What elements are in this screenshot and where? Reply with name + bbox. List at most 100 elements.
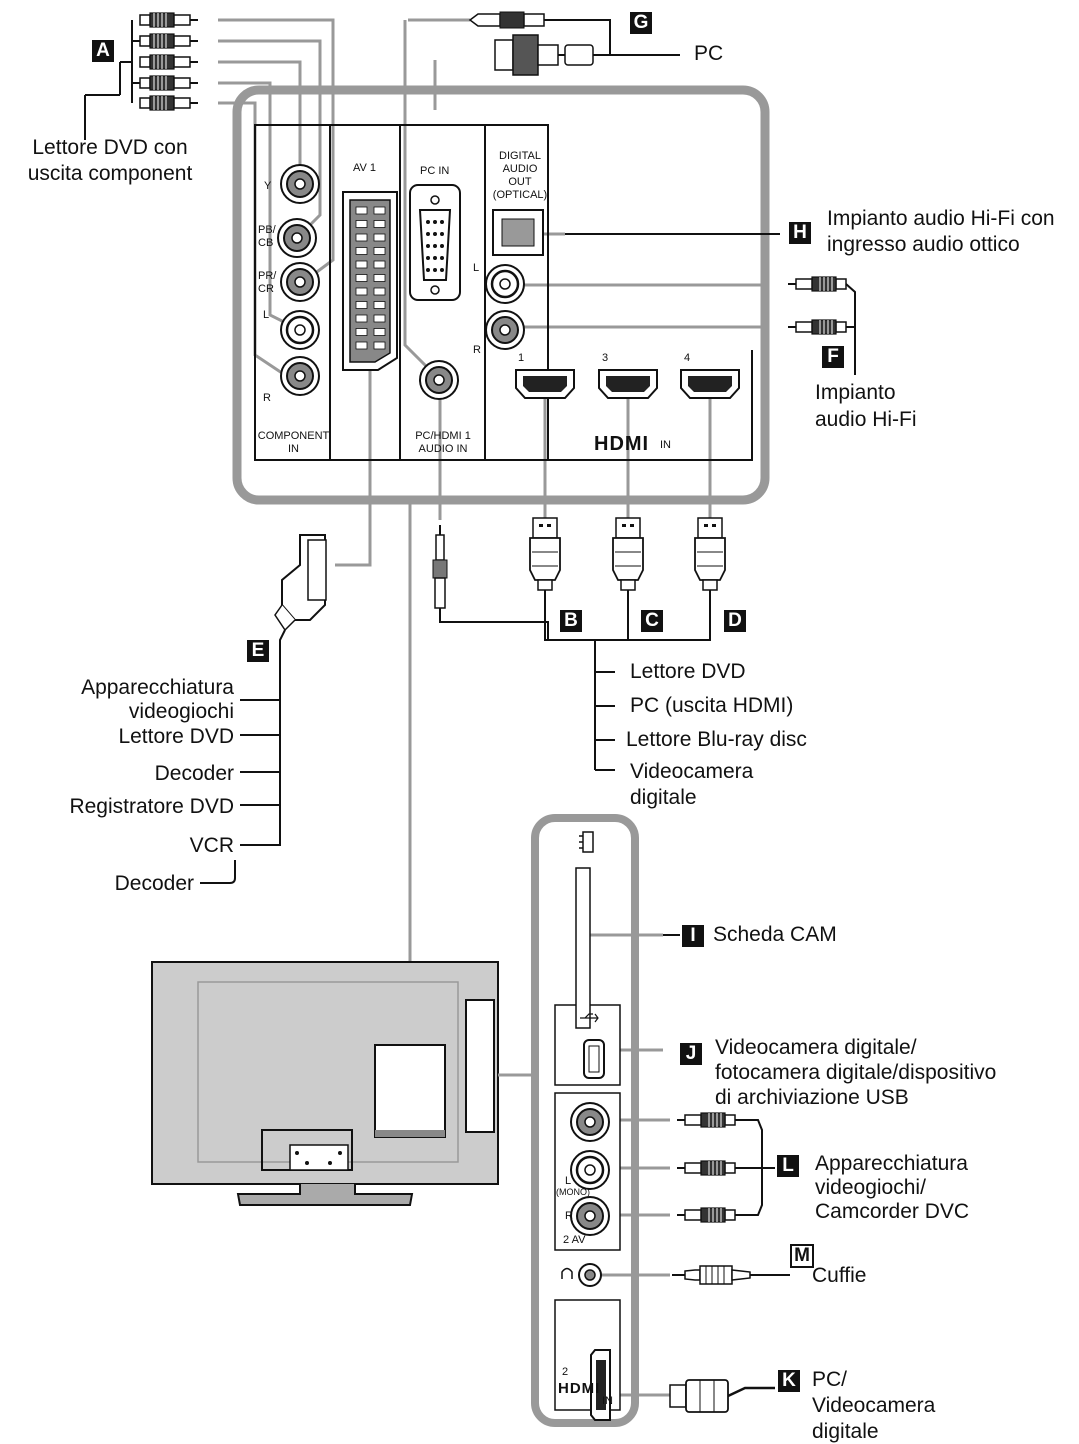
e-item-4: Registratore DVD bbox=[69, 795, 234, 818]
badge-b: B bbox=[560, 610, 582, 632]
bcd-item-1: PC (uscita HDMI) bbox=[630, 694, 794, 717]
panel-sections bbox=[254, 124, 753, 461]
digital-audio-label-2: AUDIO bbox=[502, 163, 538, 175]
badge-j: J bbox=[680, 1043, 702, 1065]
hdmi-logo: HDMI bbox=[594, 433, 650, 455]
l-label: L bbox=[263, 309, 270, 321]
r-label: R bbox=[263, 392, 271, 404]
usb-port bbox=[580, 1013, 605, 1079]
badge-m: M bbox=[790, 1244, 814, 1268]
pc-cables bbox=[468, 11, 680, 76]
dvd-component-label-1: Lettore DVD con bbox=[32, 136, 188, 159]
headphone-jack bbox=[561, 1263, 602, 1287]
component-label-1: COMPONENT bbox=[257, 430, 330, 442]
side-hdmi-port bbox=[590, 1349, 611, 1421]
hdmi-in-label: IN bbox=[660, 439, 671, 451]
k-label-3: digitale bbox=[812, 1420, 879, 1443]
av2-cables bbox=[676, 1112, 775, 1223]
component-plugs bbox=[139, 12, 199, 111]
component-cable-group-a bbox=[84, 20, 140, 140]
pchdmi-label-1: PC/HDMI 1 bbox=[415, 430, 471, 442]
e-item-2: Lettore DVD bbox=[118, 725, 234, 748]
pc-label: PC bbox=[694, 42, 724, 65]
hdmi-num-1: 1 bbox=[518, 352, 525, 364]
usb-label-3: di archiviazione USB bbox=[715, 1086, 909, 1109]
optical-audio-port bbox=[492, 209, 544, 256]
digital-audio-label-3: OUT bbox=[508, 176, 532, 188]
hifi-optical-label-1: Impianto audio Hi-Fi con bbox=[827, 207, 1055, 230]
usb-label-2: fotocamera digitale/dispositivo bbox=[715, 1061, 997, 1084]
tv-side-panel-frame bbox=[531, 814, 639, 1427]
hdmi-num-4: 4 bbox=[684, 352, 691, 364]
hifi-audio-cable bbox=[787, 276, 856, 375]
scart-connector bbox=[342, 191, 398, 371]
e-item-0: Apparecchiatura bbox=[81, 676, 234, 699]
badge-i: I bbox=[682, 925, 704, 947]
side-hdmi-num: 2 bbox=[562, 1366, 569, 1378]
side-av-label: 2 AV bbox=[563, 1234, 586, 1246]
cam-label: Scheda CAM bbox=[713, 923, 837, 946]
av1-label: AV 1 bbox=[353, 162, 377, 174]
k-label-1: PC/ bbox=[812, 1368, 848, 1391]
side-hdmi-cable bbox=[669, 1379, 775, 1413]
side-l-label: L bbox=[565, 1175, 572, 1187]
cam-slot bbox=[575, 831, 594, 1029]
audio-mini-plug bbox=[432, 525, 549, 640]
bcd-item-3: Videocamera bbox=[630, 760, 754, 783]
side-mono-label: (MONO) bbox=[556, 1187, 590, 1197]
av2-label-2: videogiochi/ bbox=[815, 1176, 926, 1199]
av2-label-1: Apparecchiatura bbox=[815, 1152, 968, 1175]
badge-d: D bbox=[724, 610, 746, 632]
e-item-3: Decoder bbox=[154, 762, 234, 785]
audio-out-jacks bbox=[484, 263, 526, 350]
bcd-item-2: Lettore Blu-ray disc bbox=[626, 728, 807, 751]
side-r-label: R bbox=[565, 1210, 573, 1222]
cb-label: CB bbox=[258, 237, 274, 249]
badge-l: L bbox=[777, 1155, 799, 1177]
e-item-6: Decoder bbox=[114, 872, 194, 895]
audio-out-l: L bbox=[473, 262, 480, 274]
pc-in-vga-port bbox=[409, 184, 461, 301]
pchdmi-label-2: AUDIO IN bbox=[418, 443, 468, 455]
badge-h: H bbox=[789, 222, 811, 244]
usb-label-1: Videocamera digitale/ bbox=[715, 1036, 917, 1059]
badge-f: F bbox=[822, 346, 844, 368]
badge-e: E bbox=[247, 640, 269, 662]
e-item-1: videogiochi bbox=[128, 700, 234, 723]
hifi-optical-label-2: ingresso audio ottico bbox=[827, 233, 1020, 256]
pb-label: PB/ bbox=[258, 224, 276, 236]
pc-audio-jack bbox=[419, 360, 459, 400]
e-item-5: VCR bbox=[189, 834, 234, 857]
component-jacks bbox=[277, 164, 321, 396]
y-label: Y bbox=[264, 180, 272, 192]
hdmi-num-3: 3 bbox=[602, 352, 609, 364]
tv-body bbox=[151, 961, 535, 1206]
tv-rear-panel-frame bbox=[232, 85, 770, 505]
av2-label-3: Camcorder DVC bbox=[815, 1200, 970, 1223]
headphone-plug bbox=[672, 1265, 790, 1285]
k-label-2: Videocamera bbox=[812, 1394, 936, 1417]
pc-in-label: PC IN bbox=[420, 165, 450, 177]
dvd-component-label-2: uscita component bbox=[27, 162, 193, 185]
badge-c: C bbox=[641, 610, 663, 632]
hdmi-ports bbox=[515, 369, 740, 399]
pr-label: PR/ bbox=[258, 270, 277, 282]
badge-g: G bbox=[630, 12, 652, 34]
bcd-item-4: digitale bbox=[630, 786, 697, 809]
hifi-label-2: audio Hi-Fi bbox=[815, 408, 917, 431]
cuffie-label: Cuffie bbox=[812, 1264, 867, 1287]
bcd-item-0: Lettore DVD bbox=[630, 660, 746, 683]
side-hdmi-in: IN bbox=[602, 1395, 613, 1407]
cr-label: CR bbox=[258, 283, 274, 295]
hifi-label-1: Impianto bbox=[815, 381, 896, 404]
component-label-2: IN bbox=[288, 443, 299, 455]
digital-audio-label-4: (OPTICAL) bbox=[492, 189, 548, 201]
badge-k: K bbox=[778, 1370, 800, 1392]
digital-audio-label-1: DIGITAL bbox=[499, 150, 541, 162]
audio-out-r: R bbox=[473, 344, 481, 356]
scart-plug bbox=[200, 534, 327, 884]
side-hdmi-logo: HDMI bbox=[558, 1380, 601, 1397]
av2-jacks bbox=[569, 1102, 611, 1236]
badge-a: A bbox=[92, 40, 114, 62]
